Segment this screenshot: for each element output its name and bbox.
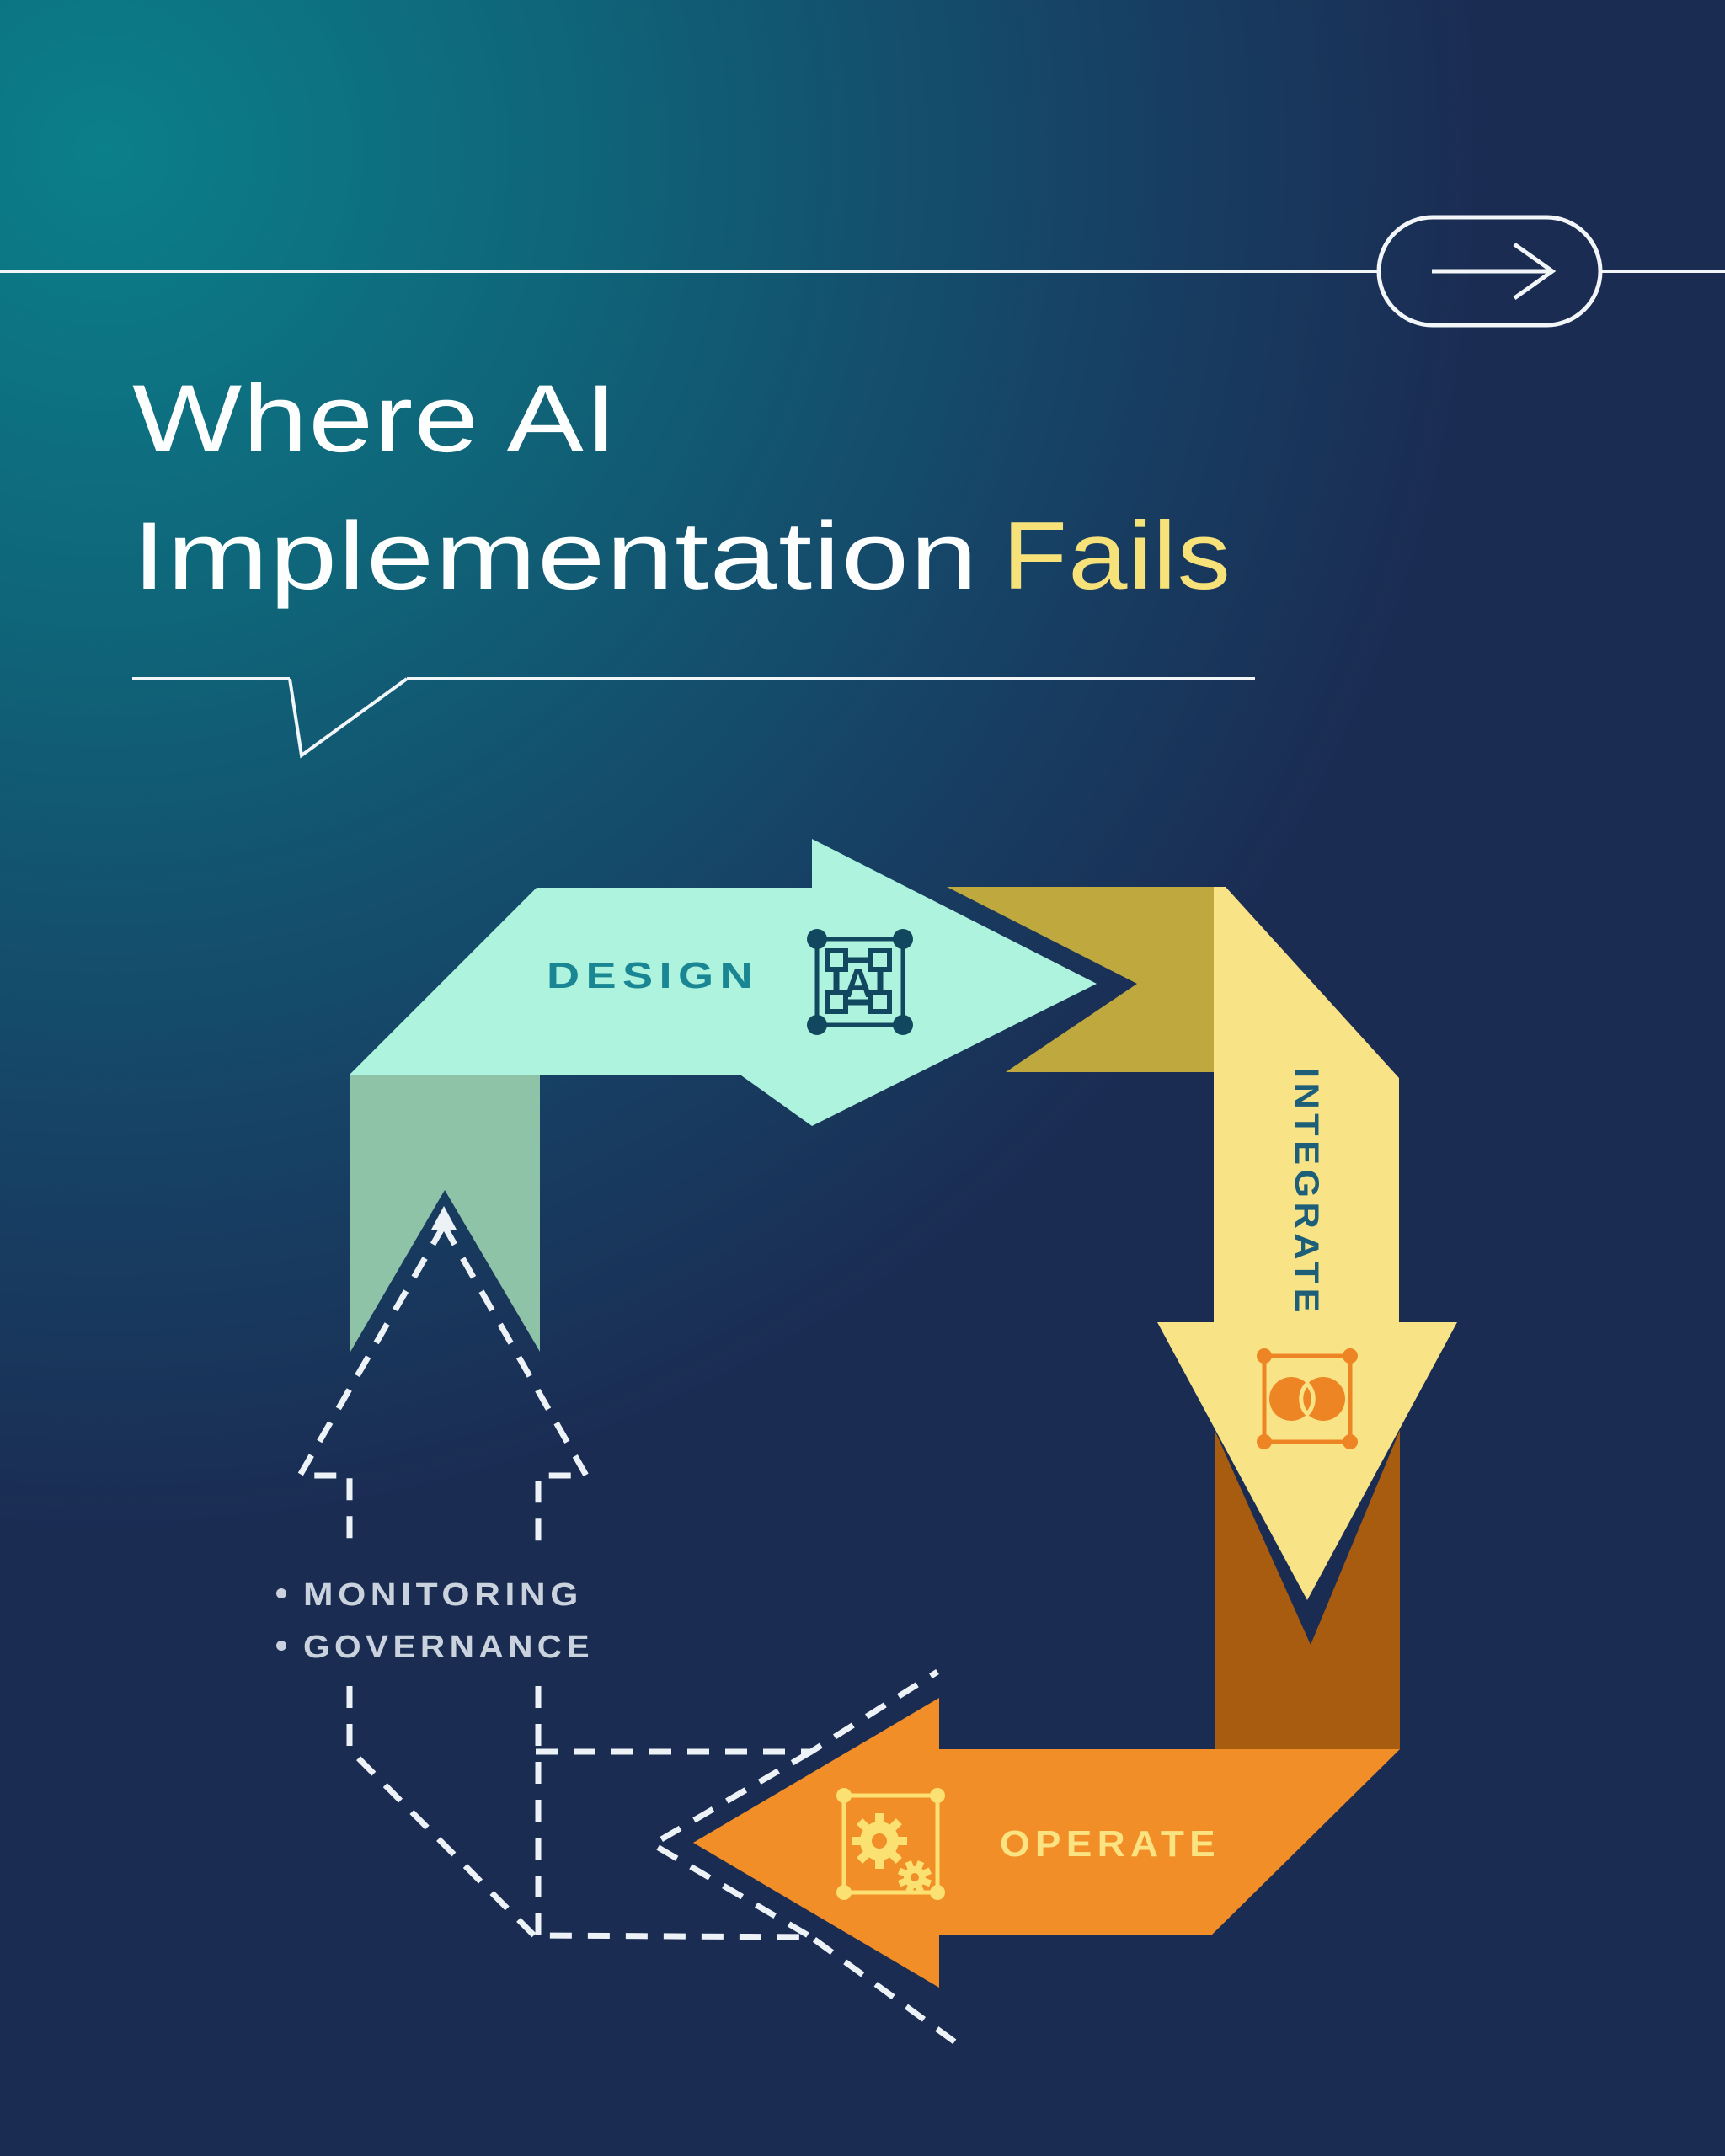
monitoring-label: MONITORING — [303, 1577, 583, 1613]
title-line2: Implementation — [132, 503, 979, 610]
governance-label: GOVERNANCE — [303, 1630, 594, 1665]
design-label: DESIGN — [547, 955, 759, 996]
title-line2-accent: Fails — [1002, 503, 1231, 610]
bullet-dot — [276, 1641, 286, 1651]
stage-arrow-design: DESIGN A — [350, 839, 1097, 1352]
operate-label: OPERATE — [1000, 1823, 1220, 1865]
gears-icon — [836, 1788, 945, 1900]
operate-shadow-band — [1215, 1430, 1400, 1749]
stage-arrow-operate: OPERATE — [693, 1430, 1400, 1988]
design-icon-letter: A — [844, 962, 873, 1006]
bullet-dot — [276, 1588, 286, 1598]
venn-overlap-icon — [1257, 1348, 1358, 1449]
integrate-shadow-band — [947, 887, 1214, 1072]
stage-arrow-missing-dashed: MONITORING GOVERNANCE — [276, 1206, 960, 2047]
arrow-right-icon — [1432, 242, 1557, 301]
text-selection-frame-icon: A — [807, 929, 913, 1035]
flow-arrow-badge — [1376, 215, 1603, 328]
gear-large — [852, 1813, 907, 1869]
dashed-outline-right — [441, 1224, 592, 1935]
integrate-arrow-shape — [1157, 887, 1457, 1600]
dashed-arrow-apex — [431, 1206, 457, 1230]
design-tail-band — [350, 1074, 540, 1352]
gear-small — [897, 1860, 932, 1895]
integrate-label: INTEGRATE — [1288, 1068, 1325, 1317]
speech-tail — [288, 677, 409, 759]
dashed-chevron — [647, 1748, 813, 1940]
operate-arrow-shape — [693, 1698, 1400, 1988]
title-line1: Where AI — [132, 366, 618, 472]
design-arrow-shape — [350, 839, 1097, 1126]
dashed-outline-left — [294, 1224, 960, 2047]
page-title: Where AI Implementation Fails — [132, 366, 1231, 610]
speech-divider — [132, 677, 1255, 759]
missing-stage-list: MONITORING GOVERNANCE — [276, 1577, 594, 1665]
stage-arrow-integrate: INTEGRATE — [947, 887, 1457, 1600]
